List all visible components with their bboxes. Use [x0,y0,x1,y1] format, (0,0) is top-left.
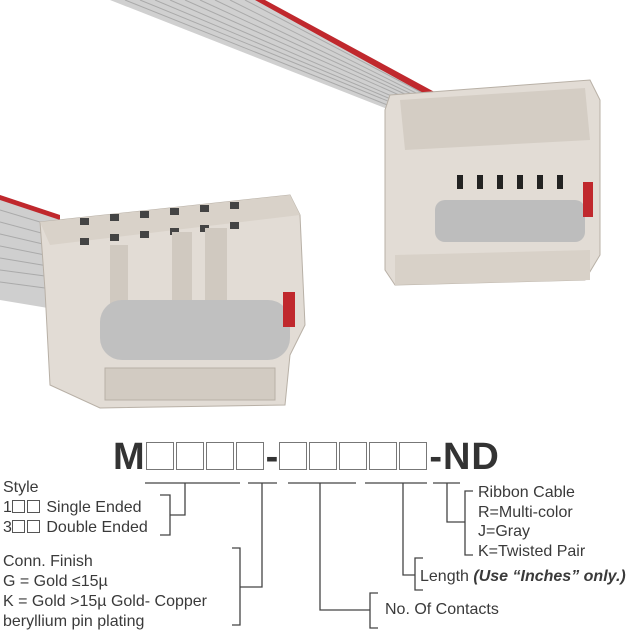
part-suffix: -ND [429,436,500,478]
callout-lines [145,482,473,629]
part-separator: - [265,436,280,478]
length-label: Length (Use “Inches” only.) [420,568,626,585]
finish-title: Conn. Finish [3,553,93,570]
part-prefix: M [113,436,146,478]
cable-option-twisted: K=Twisted Pair [478,543,586,560]
finish-gold-gt15: K = Gold >15µ Gold- Copper [3,593,207,610]
ribbon-cable-top [110,0,440,110]
right-connector [384,79,601,286]
cable-title: Ribbon Cable [478,484,575,501]
length-note: (Use “Inches” only.) [473,568,626,585]
style-title: Style [3,479,39,496]
cable-option-multicolor: R=Multi-color [478,504,573,521]
finish-gold-le15: G = Gold ≤15µ [3,573,108,590]
finish-plating-note: beryllium pin plating [3,613,145,630]
style-option-double: 3 Double Ended [3,519,148,536]
cable-option-gray: J=Gray [478,523,531,540]
left-connector [39,194,306,409]
style-option-single: 1 Single Ended [3,499,142,516]
part-number-template: M - -ND [113,436,500,479]
contacts-label: No. Of Contacts [385,601,499,618]
